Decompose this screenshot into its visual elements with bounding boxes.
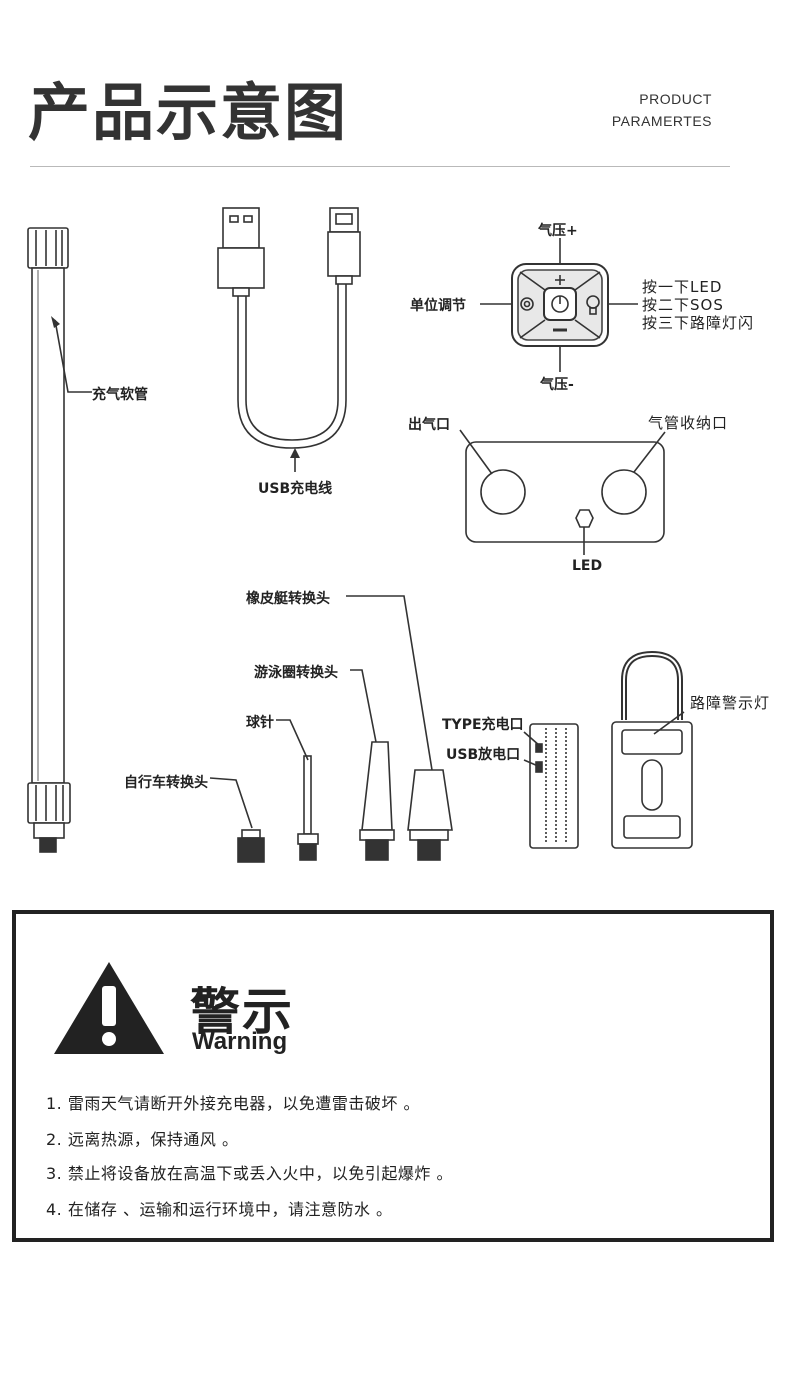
label-led: LED — [572, 558, 603, 574]
label-roadblock-light: 路障警示灯 — [690, 694, 771, 712]
label-usb-out: USB放电口 — [446, 747, 521, 763]
control-panel-illustration — [480, 238, 638, 372]
warning-item-4: 4. 在储存 、运输和运行环境中，请注意防水 。 — [46, 1200, 393, 1219]
label-unit-adjust: 单位调节 — [410, 298, 466, 314]
label-press-twice: 按二下SOS — [642, 296, 724, 314]
usb-cable-illustration — [217, 207, 361, 449]
label-press-thrice: 按三下路障灯闪 — [642, 314, 755, 332]
pump-base-illustration — [459, 429, 666, 555]
label-hose: 充气软管 — [92, 387, 148, 403]
warning-item-1: 1. 雷雨天气请断开外接充电器，以免遭雷击破坏 。 — [46, 1094, 420, 1113]
product-diagram — [27, 207, 693, 863]
warning-title: 警示 — [190, 983, 294, 1041]
label-usb-cable: USB充电线 — [258, 481, 333, 497]
page-title: 产品示意图 — [28, 76, 349, 149]
front-view-illustration — [611, 650, 693, 849]
header-divider — [30, 166, 730, 167]
page-subtitle: PRODUCT PARAMERTES — [612, 88, 712, 132]
label-swim-ring: 游泳圈转换头 — [254, 665, 338, 681]
label-ball-needle: 球针 — [246, 715, 274, 731]
label-press-once: 按一下LED — [642, 278, 723, 296]
label-air-outlet: 出气口 — [408, 417, 450, 433]
label-rubber-boat: 橡皮艇转换头 — [246, 591, 330, 607]
label-bicycle: 自行车转换头 — [124, 775, 208, 791]
subtitle-line-2: PARAMERTES — [611, 113, 712, 129]
label-hose-storage: 气管收纳口 — [648, 414, 729, 432]
warning-triangle-icon — [54, 962, 164, 1054]
label-pressure-down: 气压- — [540, 377, 574, 393]
warning-item-2: 2. 远离热源，保持通风 。 — [46, 1130, 239, 1149]
hose-illustration — [27, 227, 71, 853]
label-type-c: TYPE充电口 — [442, 717, 524, 733]
warning-item-3: 3. 禁止将设备放在高温下或丢入火中，以免引起爆炸 。 — [46, 1164, 453, 1183]
adapters-illustration — [209, 595, 453, 863]
subtitle-line-1: PRODUCT — [639, 91, 712, 107]
warning-subtitle: Warning — [192, 1028, 288, 1055]
warning-box: 警示 Warning 1. 雷雨天气请断开外接充电器，以免遭雷击破坏 。 2. … — [12, 910, 774, 1242]
label-pressure-up: 气压+ — [538, 223, 578, 239]
side-view-illustration — [523, 723, 579, 849]
